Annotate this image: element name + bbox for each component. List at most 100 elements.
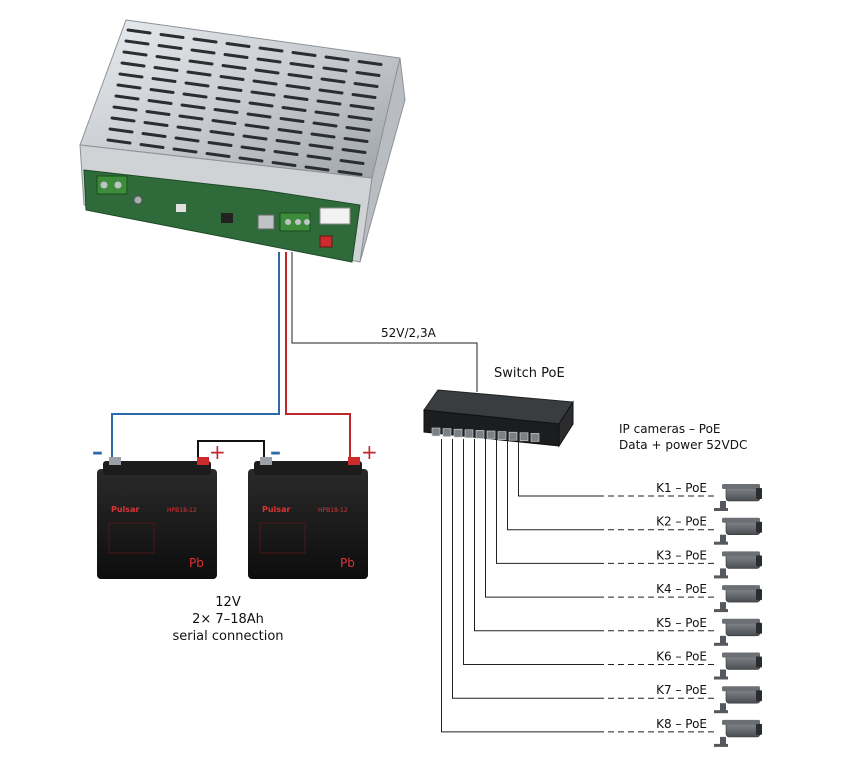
vent-slot [225,42,251,48]
switch-port [431,427,441,437]
vent-slot [318,88,344,95]
camera-label: K8 – PoE [656,717,707,731]
battery-caption: 12V 2× 7–18Ah serial connection [172,595,283,644]
battery-caption-capacity: 2× 7–18Ah [192,612,264,627]
camera-label: K4 – PoE [656,582,707,596]
vent-slot [153,66,179,72]
camera-label: K6 – PoE [656,650,707,664]
ip-camera-icon [714,484,762,511]
vent-slot [213,108,239,114]
battery2-plus-sign: + [361,440,378,464]
cameras-header: IP cameras – PoE Data + power 52VDC [619,422,747,452]
vent-slot [141,132,167,138]
vent-slot [126,28,152,35]
vent-slot [240,145,266,152]
cameras-header-line1: IP cameras – PoE [619,422,721,436]
ip-camera-icon [714,585,762,613]
switch-port [508,431,518,441]
camera-row: K4 – PoE [485,439,762,613]
vent-slot [256,57,282,64]
vent-slot [207,141,233,147]
vent-slot [143,121,169,127]
vent-slot [343,137,369,143]
vent-slot [186,70,212,77]
vent-slot [304,165,330,172]
battery-2-pb-mark: Pb [340,556,355,570]
vent-slot [246,112,272,119]
vent-slot [275,139,301,145]
vent-slot [345,126,371,132]
vent-slot [178,114,204,121]
vent-slot [151,77,177,83]
battery-1-brand: Pulsar [111,505,139,514]
camera-cable [496,439,598,564]
vent-slot [180,103,206,110]
ip-camera-icon [714,551,762,579]
vent-slot [124,39,150,46]
camera-cable [507,439,598,531]
power-link-wire [291,252,478,392]
vent-slot [184,81,210,88]
switch-port [497,431,507,440]
vent-slot [252,79,278,86]
camera-cable [518,439,598,497]
vent-slot [324,55,350,62]
vent-slot [258,46,284,53]
vent-slot [308,143,334,150]
vent-slot [116,83,142,90]
vent-slot [238,156,264,163]
vent-slot [248,101,274,108]
vent-slot [215,97,241,103]
vent-slot [149,88,175,94]
vent-slot [106,138,132,145]
ip-camera-icon [714,652,762,680]
switch-port [453,428,463,438]
vent-slot [281,106,307,112]
vent-slot [312,121,338,128]
vent-slot [283,95,309,101]
ip-camera-icon [714,517,762,545]
camera-row: K7 – PoE [452,439,762,714]
vent-slot [120,61,146,68]
vent-slot [271,161,297,167]
switch-port [530,433,540,442]
camera-cable [463,439,598,665]
vent-slot [211,119,237,125]
camera-row: K3 – PoE [496,439,762,579]
switch-port [464,429,474,439]
vent-slot [192,37,218,44]
camera-label: K5 – PoE [656,616,707,630]
vent-slot [223,53,249,59]
poe-switch [423,389,574,448]
battery-wires [111,252,351,462]
vent-slot [159,33,185,39]
vent-slot [244,123,270,130]
vent-slot [108,127,134,134]
battery-caption-voltage: 12V [215,595,241,610]
vent-slot [322,66,348,73]
vent-slot [242,134,268,141]
power-link-label: 52V/2,3A [381,326,437,340]
camera-label: K2 – PoE [656,515,707,529]
vent-slot [172,147,198,154]
vent-slot [357,60,383,66]
cameras-header-line2: Data + power 52VDC [619,438,747,452]
vent-slot [287,73,313,79]
vent-slot [145,110,171,116]
vent-slot [310,132,336,139]
camera-row: K5 – PoE [474,439,762,646]
vent-slot [157,44,183,50]
ip-camera-icon [714,618,762,646]
vent-slot [285,84,311,90]
vent-slot [147,99,173,105]
camera-cable [474,439,598,632]
camera-row: K2 – PoE [507,439,762,545]
vent-slot [219,75,245,81]
battery1-plus-sign: + [209,440,226,464]
vent-slot [349,104,375,110]
vent-slot [341,148,367,154]
vent-slot [114,94,140,101]
battery-2-brand: Pulsar [262,505,290,514]
